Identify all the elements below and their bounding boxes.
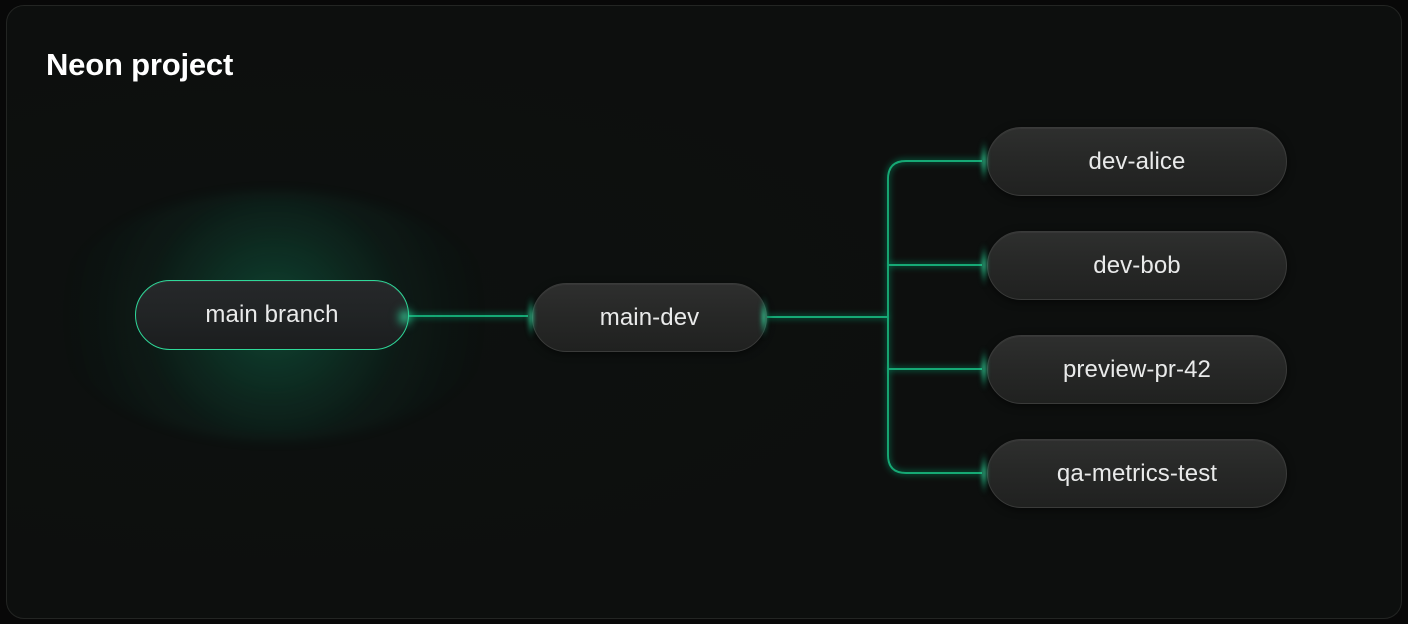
branch-trunk xyxy=(887,160,982,474)
node-qa-metrics-test-label: qa-metrics-test xyxy=(1056,459,1218,487)
branch-diagram: main branch main-dev dev-alice dev-bob p… xyxy=(7,6,1401,618)
node-dev-bob[interactable]: dev-bob xyxy=(987,231,1287,300)
node-preview-pr-42[interactable]: preview-pr-42 xyxy=(987,335,1287,404)
node-main-dev[interactable]: main-dev xyxy=(532,283,767,352)
node-dev-alice-label: dev-alice xyxy=(1088,147,1186,175)
node-qa-metrics-test[interactable]: qa-metrics-test xyxy=(987,439,1287,508)
edge-layer xyxy=(403,160,982,474)
node-preview-pr-42-label: preview-pr-42 xyxy=(1062,355,1212,383)
node-main-branch-label: main branch xyxy=(205,301,339,328)
node-main-dev-label: main-dev xyxy=(599,303,700,331)
node-main-branch[interactable]: main branch xyxy=(135,280,409,350)
page-title: Neon project xyxy=(46,47,234,82)
project-card: Neon project xyxy=(6,5,1402,619)
node-dev-bob-label: dev-bob xyxy=(1093,251,1181,279)
node-dev-alice[interactable]: dev-alice xyxy=(987,127,1287,196)
